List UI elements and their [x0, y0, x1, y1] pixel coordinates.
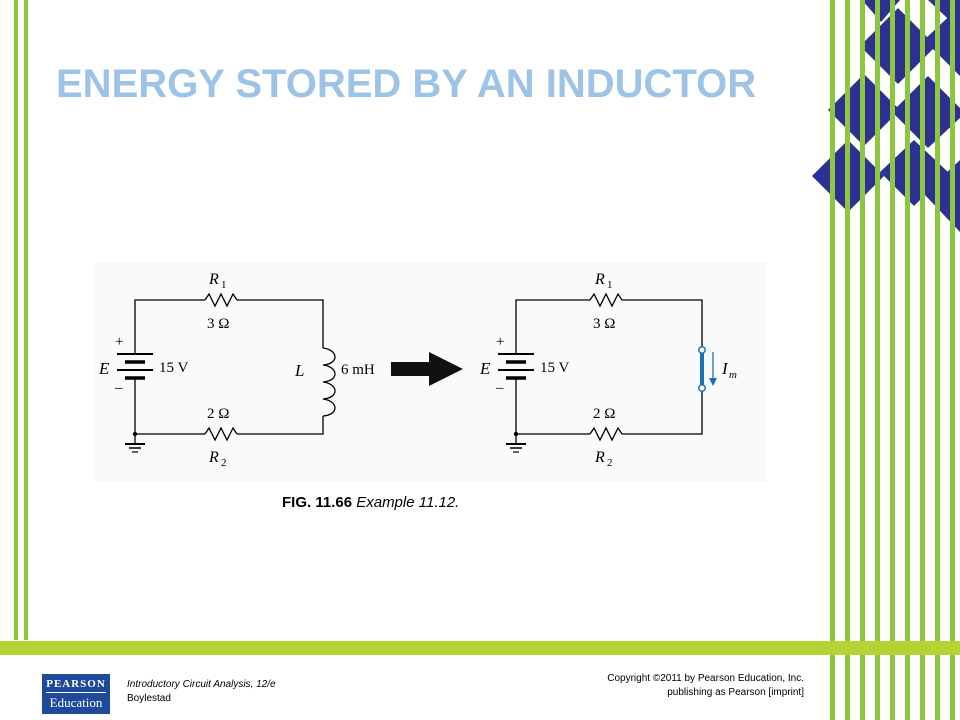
- right-r1-sub: 1: [607, 279, 613, 291]
- right-r2-name: R: [594, 449, 605, 466]
- short-circuit-element: [698, 346, 717, 392]
- transition-arrow: [391, 352, 463, 386]
- navy-diamond: [880, 140, 948, 206]
- green-vertical-stripes: [830, 0, 955, 720]
- left-source-plus: +: [115, 334, 123, 350]
- current-label-name: I: [721, 359, 729, 378]
- right-source-plus: +: [496, 334, 504, 350]
- left-circuit: [117, 292, 336, 453]
- bottom-lime-band: [0, 641, 960, 655]
- decorative-stripes-and-diamonds: [812, 0, 960, 720]
- copyright-line-1: Copyright ©2011 by Pearson Education, In…: [607, 673, 804, 684]
- circuit-figure: R 1 3 Ω 2 Ω R 2 + E – 15 V L 6 mH: [95, 262, 767, 482]
- logo-top-text: PEARSON: [46, 678, 106, 690]
- right-source-minus: –: [495, 380, 504, 396]
- r2-resistor: [204, 426, 238, 442]
- left-r1-value: 3 Ω: [207, 316, 229, 332]
- inductor-value: 6 mH: [341, 362, 375, 378]
- figure-number: FIG. 11.66: [282, 494, 353, 511]
- r2-resistor-right: [589, 426, 623, 442]
- left-r2-sub: 2: [221, 457, 227, 469]
- left-green-rail-2: [24, 0, 28, 640]
- left-r1-name: R: [208, 271, 219, 288]
- left-source-minus: –: [114, 380, 123, 396]
- right-r1-value: 3 Ω: [593, 316, 615, 332]
- r1-resistor-right: [589, 292, 623, 308]
- figure-caption-text: Example 11.12.: [356, 494, 460, 511]
- footer-copyright: Copyright ©2011 by Pearson Education, In…: [607, 672, 804, 700]
- logo-divider: [46, 692, 106, 693]
- left-r1-sub: 1: [221, 279, 227, 291]
- r1-resistor: [204, 292, 238, 308]
- slide-title: ENERGY STORED BY AN INDUCTOR: [56, 62, 757, 106]
- right-r2-sub: 2: [607, 457, 613, 469]
- figure-caption: FIG. 11.66 Example 11.12.: [282, 494, 459, 511]
- left-source-value: 15 V: [159, 360, 188, 376]
- inductor-label: L: [294, 361, 304, 380]
- ground-node-right: [513, 431, 519, 437]
- left-green-rail: [14, 0, 18, 640]
- navy-diamond: [892, 76, 960, 148]
- copyright-line-2: publishing as Pearson [imprint]: [667, 687, 804, 698]
- ground-node: [132, 431, 138, 437]
- right-circuit: [498, 292, 703, 453]
- left-r2-value: 2 Ω: [207, 406, 229, 422]
- current-label-sub: m: [729, 369, 737, 381]
- right-r1-name: R: [594, 271, 605, 288]
- right-r2-value: 2 Ω: [593, 406, 615, 422]
- left-r2-name: R: [208, 449, 219, 466]
- book-title: Introductory Circuit Analysis, 12/e: [127, 679, 276, 690]
- footer-book-info: Introductory Circuit Analysis, 12/e Boyl…: [127, 678, 276, 706]
- pearson-logo: PEARSON Education: [42, 674, 110, 714]
- circuit-diagram: R 1 3 Ω 2 Ω R 2 + E – 15 V L 6 mH: [98, 271, 737, 469]
- logo-bottom-text: Education: [49, 695, 103, 710]
- book-author: Boylestad: [127, 693, 171, 704]
- right-source-label: E: [479, 359, 491, 378]
- left-source-label: E: [98, 359, 110, 378]
- right-source-value: 15 V: [540, 360, 569, 376]
- inductor-coil: [322, 347, 336, 417]
